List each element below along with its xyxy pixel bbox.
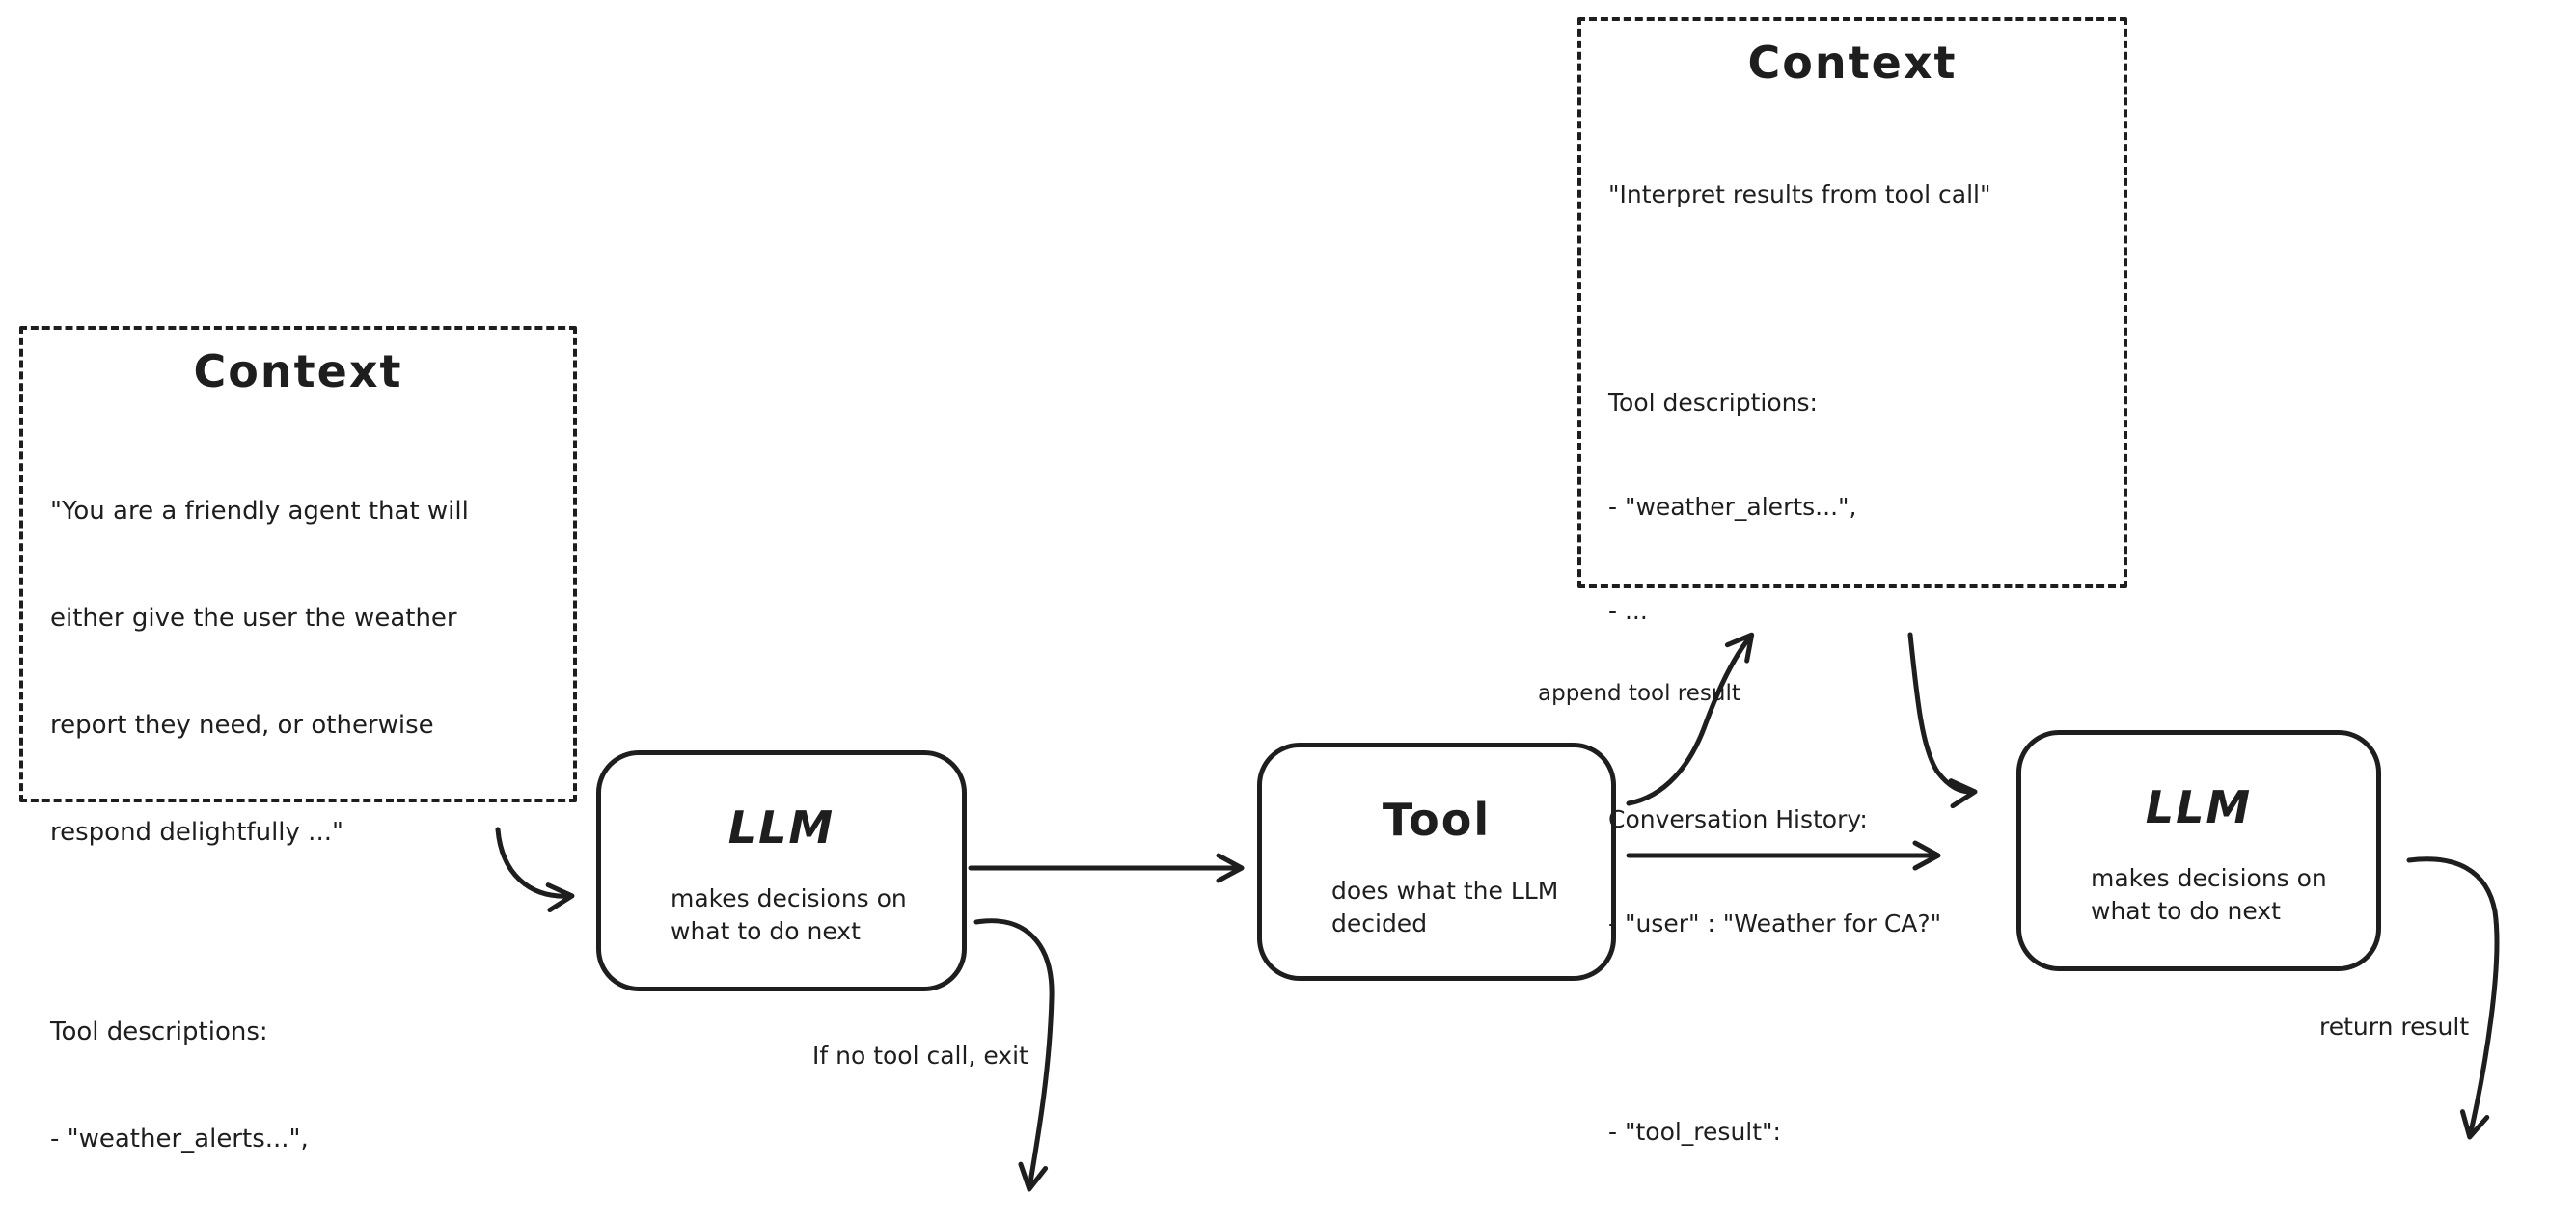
subtitle-line: makes decisions on: [671, 884, 907, 912]
subtitle-line: makes decisions on: [2091, 864, 2327, 892]
context-line: either give the user the weather: [50, 604, 457, 633]
context-line: - ...: [1608, 597, 1648, 625]
llm2-title: LLM: [2145, 781, 2253, 833]
context-initial-title: Context: [193, 345, 403, 397]
label-return-result: return result: [2319, 1013, 2470, 1041]
subtitle-line: what to do next: [671, 917, 861, 945]
context-box-updated: Context "Interpret results from tool cal…: [1577, 17, 2127, 1146]
tool-subtitle: does what the LLM decided: [1262, 875, 1611, 940]
context-updated-body: "Interpret results from tool call" Tool …: [1581, 108, 2124, 1221]
blank-line: [50, 922, 546, 943]
label-append-tool-result: append tool result: [1538, 681, 1740, 706]
context-line: Tool descriptions:: [50, 1018, 268, 1046]
subtitle-line: does what the LLM: [1331, 877, 1559, 905]
context-line: - "weather_alerts...",: [1608, 493, 1857, 521]
blank-line: [1608, 1011, 2096, 1045]
context-line: - "tool_result":: [1608, 1118, 1781, 1146]
context-line: Tool descriptions:: [1608, 389, 1818, 417]
context-line: "You are a friendly agent that will: [50, 497, 469, 526]
context-line: - "user" : "Weather for CA?": [1608, 909, 1942, 937]
blank-line: [1608, 282, 2096, 316]
context-line: Conversation History:: [1608, 805, 1868, 833]
context-initial-body: "You are a friendly agent that will eith…: [23, 422, 573, 1221]
llm2-subtitle: makes decisions on what to do next: [2021, 862, 2376, 928]
context-line: respond delightfully ...": [50, 818, 343, 847]
context-line: - "weather_alerts...",: [50, 1125, 309, 1153]
context-line: report they need, or otherwise: [50, 711, 434, 740]
label-if-no-tool-call-exit: If no tool call, exit: [812, 1042, 1028, 1070]
subtitle-line: what to do next: [2091, 897, 2281, 925]
llm1-title: LLM: [727, 801, 836, 854]
arrow-llm2-return: [2406, 856, 2500, 1140]
subtitle-line: decided: [1331, 909, 1428, 937]
tool-title: Tool: [1382, 794, 1492, 846]
context-box-initial: Context "You are a friendly agent that w…: [19, 326, 577, 1153]
context-line: "Interpret results from tool call": [1608, 180, 1991, 208]
llm-node-2: LLM makes decisions on what to do next: [2016, 730, 2381, 971]
tool-node: Tool does what the LLM decided: [1257, 743, 1616, 981]
llm-node-1: LLM makes decisions on what to do next: [596, 750, 967, 991]
llm1-subtitle: makes decisions on what to do next: [601, 882, 962, 948]
context-updated-title: Context: [1747, 37, 1958, 89]
